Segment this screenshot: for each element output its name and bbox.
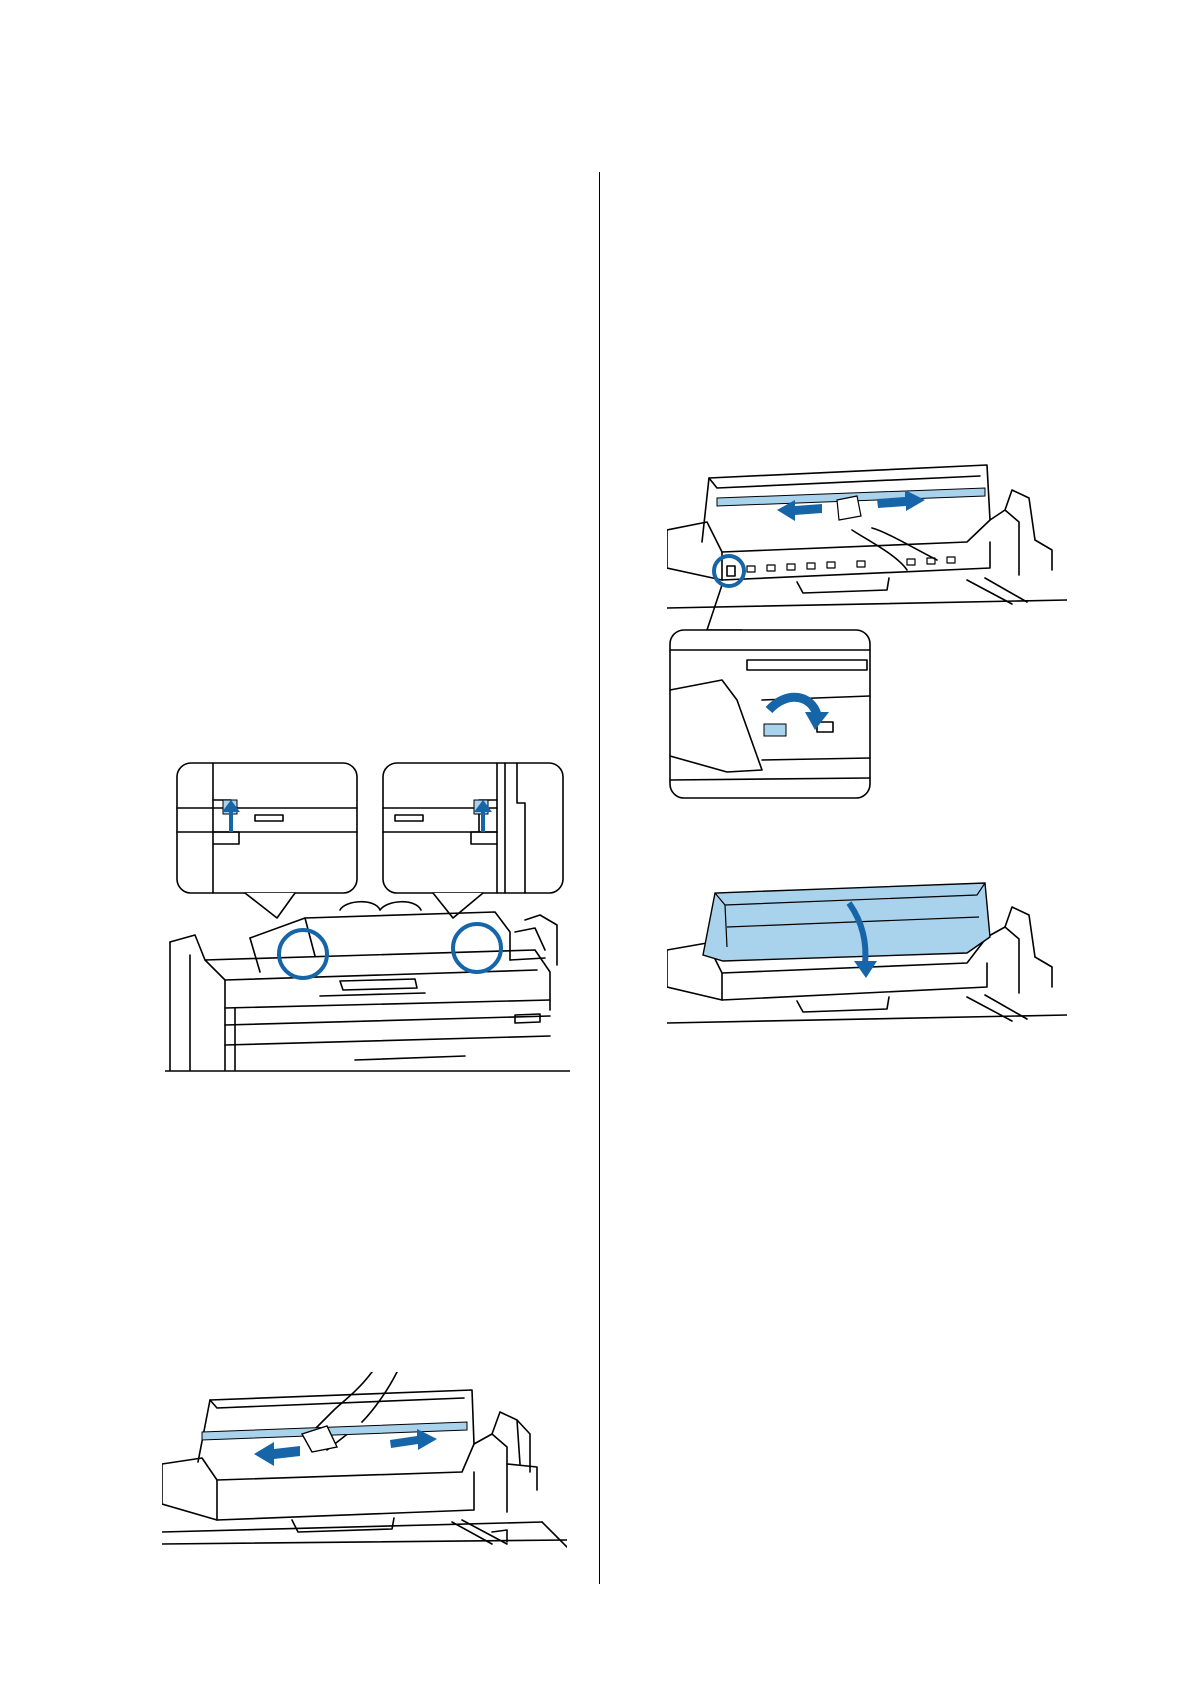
figure-slide-paper — [162, 1372, 567, 1562]
figure-paper-edge-guides — [165, 760, 570, 1072]
figure-sheet-guide-zoom — [667, 460, 1067, 800]
slide-paper-illustration — [162, 1372, 567, 1562]
sheet-guide-illustration — [667, 460, 1067, 800]
figure-close-cover — [667, 875, 1067, 1035]
column-divider — [599, 172, 600, 1584]
close-cover-illustration — [667, 875, 1067, 1035]
printer-edge-guide-illustration — [165, 760, 570, 1072]
